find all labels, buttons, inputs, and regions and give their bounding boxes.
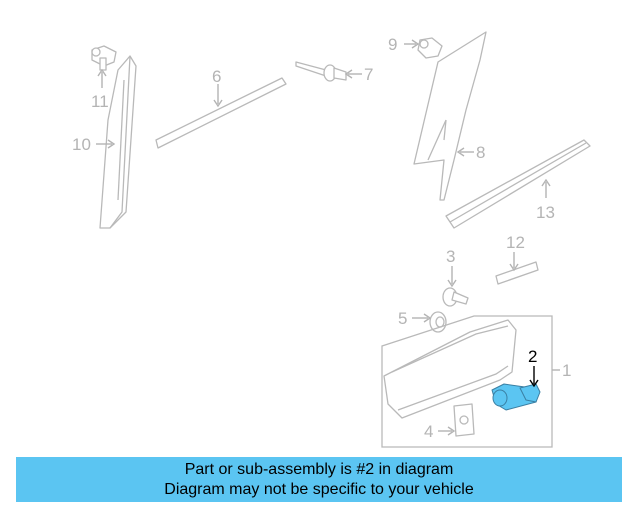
part-3-screw <box>442 287 469 307</box>
part-2-highlighted-bracket <box>491 383 541 411</box>
callout-8: 8 <box>476 143 485 162</box>
assembly-box-1 <box>381 315 553 448</box>
part-1-door-molding <box>383 319 517 419</box>
callout-9: 9 <box>388 35 397 54</box>
part-7-rivet <box>295 61 347 82</box>
part-6-molding <box>155 77 287 149</box>
part-9-clip <box>417 37 443 59</box>
part-8-frame-applique <box>413 31 487 201</box>
part-12-tape <box>495 261 539 285</box>
part-11-clip <box>91 45 117 71</box>
callout-6: 6 <box>212 67 221 86</box>
callout-4: 4 <box>424 422 433 441</box>
callout-7: 7 <box>364 65 373 84</box>
callout-2: 2 <box>528 347 537 366</box>
part-10-pillar-applique <box>99 55 137 229</box>
callout-10: 10 <box>72 135 91 154</box>
parts-diagram: 11 10 6 7 9 8 13 12 <box>72 31 591 448</box>
callout-3: 3 <box>446 247 455 266</box>
callout-5: 5 <box>398 309 407 328</box>
caption-banner: Part or sub-assembly is #2 in diagram Di… <box>16 457 622 502</box>
part-4-clip <box>453 403 475 437</box>
caption-line-2: Diagram may not be specific to your vehi… <box>164 481 474 498</box>
callout-13: 13 <box>536 203 555 222</box>
caption-line-1: Part or sub-assembly is #2 in diagram <box>184 461 454 478</box>
part-13-belt-molding <box>445 139 591 229</box>
callout-12: 12 <box>506 233 525 252</box>
callout-1: 1 <box>562 361 571 380</box>
callout-11: 11 <box>91 92 109 111</box>
